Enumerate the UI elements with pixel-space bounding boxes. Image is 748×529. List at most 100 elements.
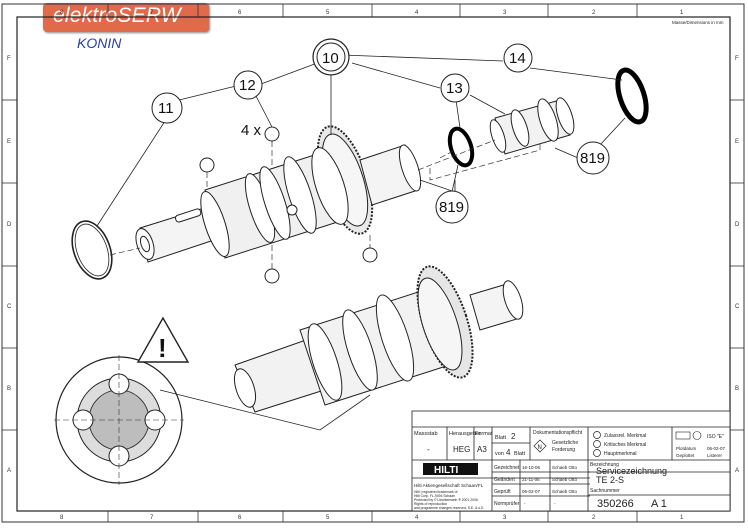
publisher-label: Herausgeber <box>449 431 481 437</box>
feature-1: Zulassrel. Merkmal <box>604 433 646 439</box>
assembled-view <box>233 265 524 413</box>
standard-date: - <box>524 501 526 506</box>
doc-duty-diamond <box>533 439 547 453</box>
callout-819-lower: 819 <box>439 199 464 216</box>
sheet-of-suffix: Blatt <box>514 451 525 457</box>
watermark-city: KONIN <box>77 35 122 51</box>
sheet-value: 2 <box>511 432 516 441</box>
row-label-right-D: D <box>735 222 740 228</box>
warning-triangle: ! <box>136 316 190 363</box>
callout-819-lower-ring <box>435 190 469 224</box>
standard-label: Normprüfer <box>494 501 520 507</box>
callout-14: 14 <box>509 50 526 67</box>
designation-label: Bezeichnung <box>590 462 619 468</box>
fine-print-4: Rights of reproduction <box>414 502 447 506</box>
ball <box>264 268 280 284</box>
col-label-bottom-8: 8 <box>60 515 64 521</box>
projection-symbol-icon <box>675 431 691 440</box>
fine-print-1: Hilti | registered trademark of <box>414 490 458 494</box>
row-label-right-C: C <box>735 304 740 310</box>
o-ring-large <box>615 67 649 125</box>
outer-frame <box>1 3 745 523</box>
scale-label: Massstab <box>414 431 438 437</box>
quantity-note: 4 x <box>241 122 262 139</box>
col-label-bottom-4: 4 <box>415 515 419 521</box>
callout-12-ring <box>233 70 263 100</box>
drawn-date: 16-10-06 <box>522 465 541 470</box>
center-lines <box>109 139 541 269</box>
units-note: Masse/Dimensions in mm <box>672 20 724 25</box>
plotted-by-label: Geplottet <box>676 453 695 458</box>
ball <box>362 247 378 263</box>
row-label-right-E: E <box>735 139 739 145</box>
callout-14-ring <box>503 43 533 73</box>
drawn-name: Schaeb Otto <box>552 465 578 470</box>
legal-label: Gesetzliche <box>552 440 578 446</box>
scale-value: - <box>427 445 430 454</box>
plot-date-value: 06-02-07 <box>707 446 726 451</box>
col-label-top-8: 8 <box>60 10 64 16</box>
detail-view <box>54 355 371 485</box>
changed-label: Geändert <box>494 477 515 483</box>
row-label-left-E: E <box>7 139 11 145</box>
changed-name: Schaeb Otto <box>552 477 578 482</box>
row-label-right-F: F <box>735 56 739 62</box>
feature-2: Kritisches Merkmal <box>604 442 646 448</box>
col-label-top-1: 1 <box>680 10 684 16</box>
iso-label: ISO "E" <box>707 434 724 440</box>
publisher-value: HEG <box>453 445 470 454</box>
format-value: A3 <box>477 445 487 454</box>
col-label-top-7: 7 <box>150 10 154 16</box>
fine-print-2: Hilti Corp. FL-9494 Schaan <box>414 494 455 498</box>
callout-12: 12 <box>239 77 256 94</box>
feature-circle <box>593 431 601 439</box>
feature-3: Hauptmerkmal <box>604 451 637 457</box>
callout-10-ring <box>316 42 346 72</box>
hilti-logo: HILTI <box>434 465 458 476</box>
legal-label-2: Forderung <box>552 447 575 453</box>
col-label-top-5: 5 <box>326 10 330 16</box>
projection-circle-icon <box>692 431 702 440</box>
col-label-top-6: 6 <box>238 10 242 16</box>
plotted-by-value: Listerer <box>707 453 723 458</box>
ball <box>264 126 280 142</box>
callout-13-ring <box>440 73 470 103</box>
sheet-of-value: 4 <box>506 448 511 457</box>
number-label: Sachnummer <box>590 488 620 494</box>
fine-print-3: Protected by © Liechtenstein ® 2001 2006 <box>414 498 478 502</box>
sheet-label: Blatt <box>495 435 506 441</box>
fine-print-5: and programme changes reserved, S.E. & o… <box>414 506 484 510</box>
col-label-top-3: 3 <box>503 10 507 16</box>
callout-11: 11 <box>158 100 174 117</box>
callout-13: 13 <box>446 80 463 97</box>
col-label-bottom-5: 5 <box>326 515 330 521</box>
callout-10: 10 <box>322 50 339 67</box>
title-block-text: Massstab - Herausgeber HEG Format A3 Bla… <box>414 430 726 510</box>
checked-name: Schaeb Otto <box>552 489 578 494</box>
row-label-left-C: C <box>7 304 12 310</box>
row-label-left-A: A <box>7 468 11 474</box>
doc-symbol: N <box>538 445 542 451</box>
row-label-right-B: B <box>735 386 739 392</box>
format-label: Format <box>475 431 493 437</box>
feature-circle <box>593 449 601 457</box>
col-label-top-2: 2 <box>592 10 596 16</box>
zone-ticks <box>2 4 744 522</box>
col-label-bottom-6: 6 <box>238 515 242 521</box>
checked-label: Geprüft <box>494 489 511 495</box>
retaining-ring <box>71 220 113 280</box>
designation-line-2: TE 2-S <box>596 475 624 485</box>
col-label-top-4: 4 <box>415 10 419 16</box>
col-label-bottom-3: 3 <box>503 515 507 521</box>
warning-symbol: ! <box>158 333 167 363</box>
sheet-of-label: von <box>495 451 504 457</box>
ball <box>199 157 215 173</box>
inner-frame <box>16 16 731 512</box>
changed-date: 21-11-06 <box>522 477 540 482</box>
hilti-logo-badge <box>423 463 478 475</box>
company-name: Hilti Aktiengesellschaft Schaan/FL <box>414 483 484 488</box>
o-ring-small <box>447 126 475 168</box>
row-label-left-F: F <box>7 56 11 62</box>
part-number: 350266 <box>597 498 634 510</box>
